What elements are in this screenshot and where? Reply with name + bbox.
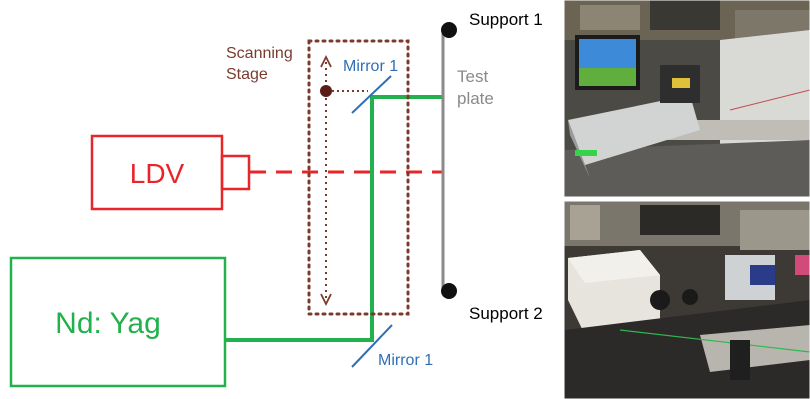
support-2-label: Support 2 bbox=[469, 304, 543, 323]
mirror-bottom-label: Mirror 1 bbox=[378, 352, 433, 369]
support-1-label: Support 1 bbox=[469, 10, 543, 29]
lab-photo-laser-setup bbox=[563, 200, 810, 399]
ldv-label: LDV bbox=[130, 158, 185, 189]
support-1-pin-icon bbox=[441, 22, 457, 38]
mirror-top bbox=[351, 75, 392, 114]
test-plate-label-line1: Test bbox=[457, 67, 488, 86]
photo-top-frame bbox=[563, 0, 810, 198]
photo-bottom-frame bbox=[563, 200, 810, 399]
scanning-head-dot bbox=[320, 85, 332, 97]
scanning-stage-frame bbox=[307, 39, 410, 316]
stage-arrow-up-icon bbox=[320, 54, 332, 68]
test-plate-label-line2: plate bbox=[457, 89, 494, 108]
ldv-lens bbox=[220, 154, 251, 191]
scanning-stage: Scanning Stage bbox=[226, 39, 410, 316]
scanning-stage-label-line1: Scanning bbox=[226, 45, 293, 62]
lab-photo-ldv-setup bbox=[563, 0, 810, 198]
laser-beam-path bbox=[225, 95, 443, 342]
mirror-bottom bbox=[351, 324, 393, 368]
nd-yag-laser: Nd: Yag bbox=[9, 256, 227, 388]
support-2-pin-icon bbox=[441, 283, 457, 299]
mirror-top-label: Mirror 1 bbox=[343, 58, 398, 75]
scanning-stage-label-line2: Stage bbox=[226, 66, 268, 83]
ldv-device: LDV bbox=[90, 134, 251, 211]
laser-body bbox=[9, 256, 227, 388]
test-plate: Test plate bbox=[441, 22, 494, 299]
stage-arrow-down-icon bbox=[320, 293, 332, 307]
laser-label: Nd: Yag bbox=[55, 307, 161, 340]
